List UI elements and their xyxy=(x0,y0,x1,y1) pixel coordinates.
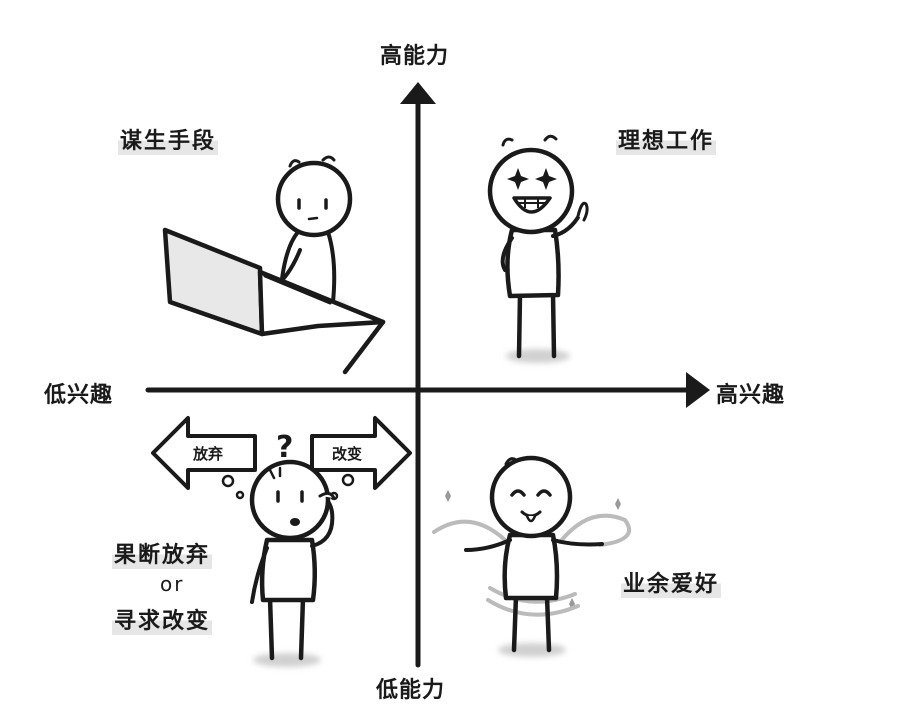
quadrant-label-bottom-left-line1: 果断放弃 xyxy=(112,537,213,569)
axis-label-left: 低兴趣 xyxy=(44,383,114,408)
arrow-label-left: 放弃 xyxy=(193,445,224,463)
left-arrow-sign xyxy=(151,416,257,490)
axis-label-bottom: 低能力 xyxy=(376,678,446,703)
vertical-axis xyxy=(400,82,436,668)
quadrant-label-bottom-right: 业余爱好 xyxy=(621,566,722,598)
happy-figure xyxy=(487,134,589,363)
axis-label-top: 高能力 xyxy=(380,44,450,69)
hobby-figure xyxy=(432,455,632,657)
axis-label-right: 高兴趣 xyxy=(716,383,786,408)
arrow-label-right: 改变 xyxy=(332,445,363,463)
confused-figure xyxy=(221,459,355,667)
quadrant-label-top-left: 谋生手段 xyxy=(118,123,219,155)
quadrant-label-bottom-left-or: or xyxy=(160,572,185,596)
right-arrow-sign xyxy=(310,416,412,490)
laptop-figure xyxy=(162,155,386,375)
question-mark: ? xyxy=(276,430,296,465)
quadrant-label-top-right: 理想工作 xyxy=(616,123,717,155)
horizontal-axis xyxy=(145,372,710,408)
quadrant-label-bottom-left-line2: 寻求改变 xyxy=(112,603,213,635)
